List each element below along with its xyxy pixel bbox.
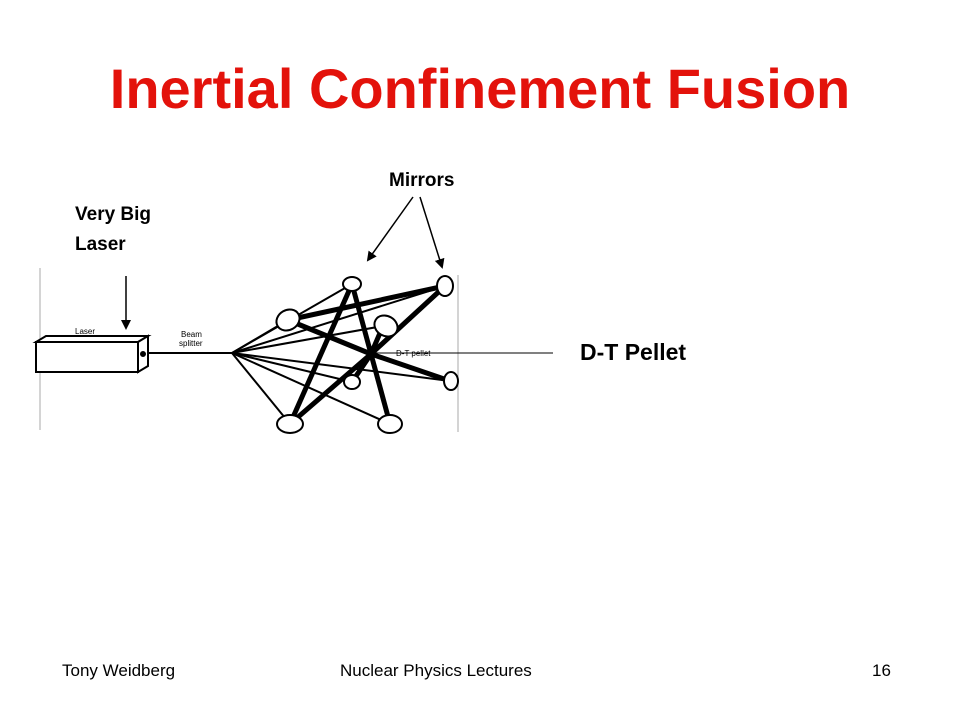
footer-page-number: 16 — [872, 661, 891, 680]
footer-course: Nuclear Physics Lectures — [340, 661, 532, 680]
mirror-5 — [443, 371, 459, 391]
mirrors-arrow-right — [419, 196, 445, 269]
mirror-8 — [377, 414, 403, 434]
footer-author: Tony Weidberg — [62, 661, 176, 680]
mirror-3 — [436, 275, 454, 297]
mirrors — [275, 275, 459, 434]
mirror-7 — [276, 414, 304, 434]
diagram-laser-label: Laser — [75, 327, 95, 336]
slide-title: Inertial Confinement Fusion — [109, 57, 851, 120]
mirrors-callout: Mirrors — [389, 170, 455, 191]
laser-callout-line1: Very Big — [75, 204, 152, 225]
laser-box — [32, 334, 152, 374]
mirror-4 — [373, 314, 399, 338]
mirrors-arrow-left — [366, 196, 414, 262]
laser-callout-line2: Laser — [75, 234, 126, 255]
mirror-2 — [342, 276, 362, 292]
diagram-beam-label-2: splitter — [179, 339, 203, 348]
laser-callout: Very Big Laser — [75, 200, 151, 260]
diagram-beam-label-1: Beam — [181, 330, 202, 339]
mirror-6 — [343, 374, 361, 390]
pellet-callout: D-T Pellet — [580, 339, 687, 365]
mirror-1 — [275, 308, 301, 332]
dt-pellet — [368, 351, 374, 357]
